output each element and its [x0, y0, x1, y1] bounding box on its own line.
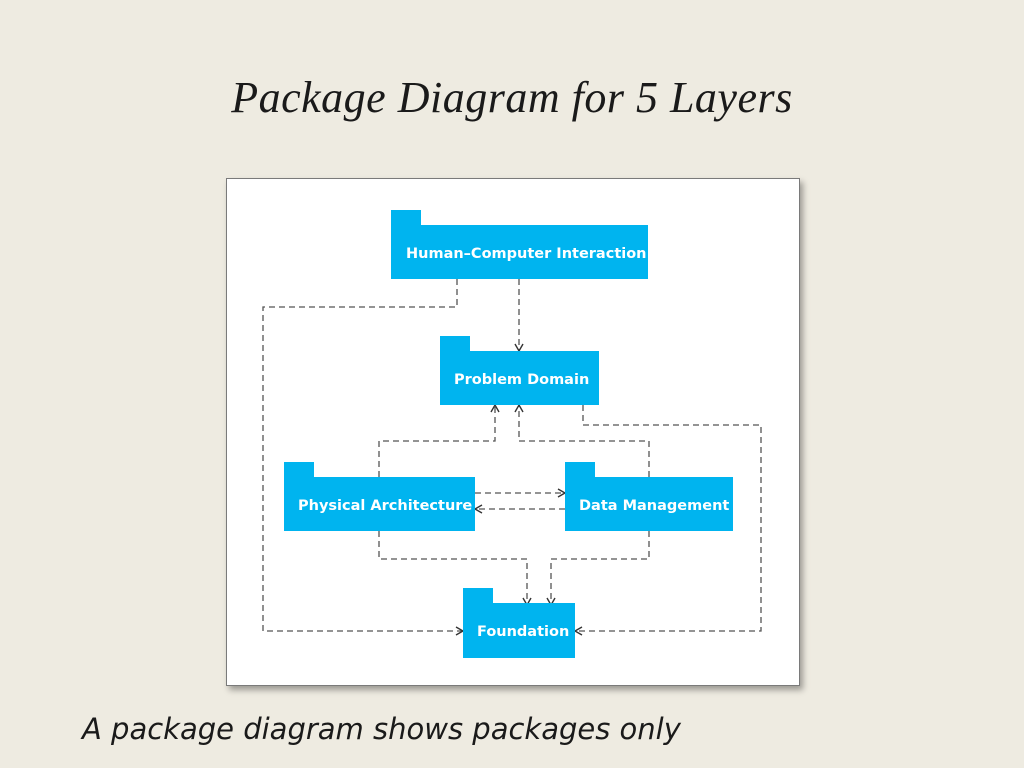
package-label: Problem Domain	[454, 372, 589, 388]
slide-caption: A package diagram shows packages only	[82, 712, 681, 746]
dependency-physical-architecture-to-problem-domain	[378, 403, 500, 477]
package-diagram-figure: Human–Computer Interaction Problem Domai…	[226, 178, 800, 686]
dependency-problem-domain-to-foundation	[573, 405, 762, 636]
package-diagram: Human–Computer Interaction Problem Domai…	[262, 210, 762, 658]
package-label: Data Management	[579, 498, 729, 514]
dependency-arrows	[262, 279, 762, 636]
package-label: Human–Computer Interaction	[406, 246, 647, 262]
package-label: Foundation	[477, 624, 569, 640]
slide-title: Package Diagram for 5 Layers	[231, 73, 793, 122]
dependency-data-management-to-problem-domain	[514, 403, 650, 477]
package-data-management: Data Management	[565, 462, 733, 531]
package-physical-architecture: Physical Architecture	[284, 462, 475, 531]
dependency-hci-to-foundation	[262, 279, 465, 636]
package-human-computer-interaction: Human–Computer Interaction	[391, 210, 648, 279]
dependency-physical-architecture-to-foundation	[378, 531, 532, 607]
dependency-data-management-to-foundation	[546, 531, 650, 607]
package-label: Physical Architecture	[298, 498, 472, 514]
package-problem-domain: Problem Domain	[440, 336, 599, 405]
package-foundation: Foundation	[463, 588, 575, 658]
